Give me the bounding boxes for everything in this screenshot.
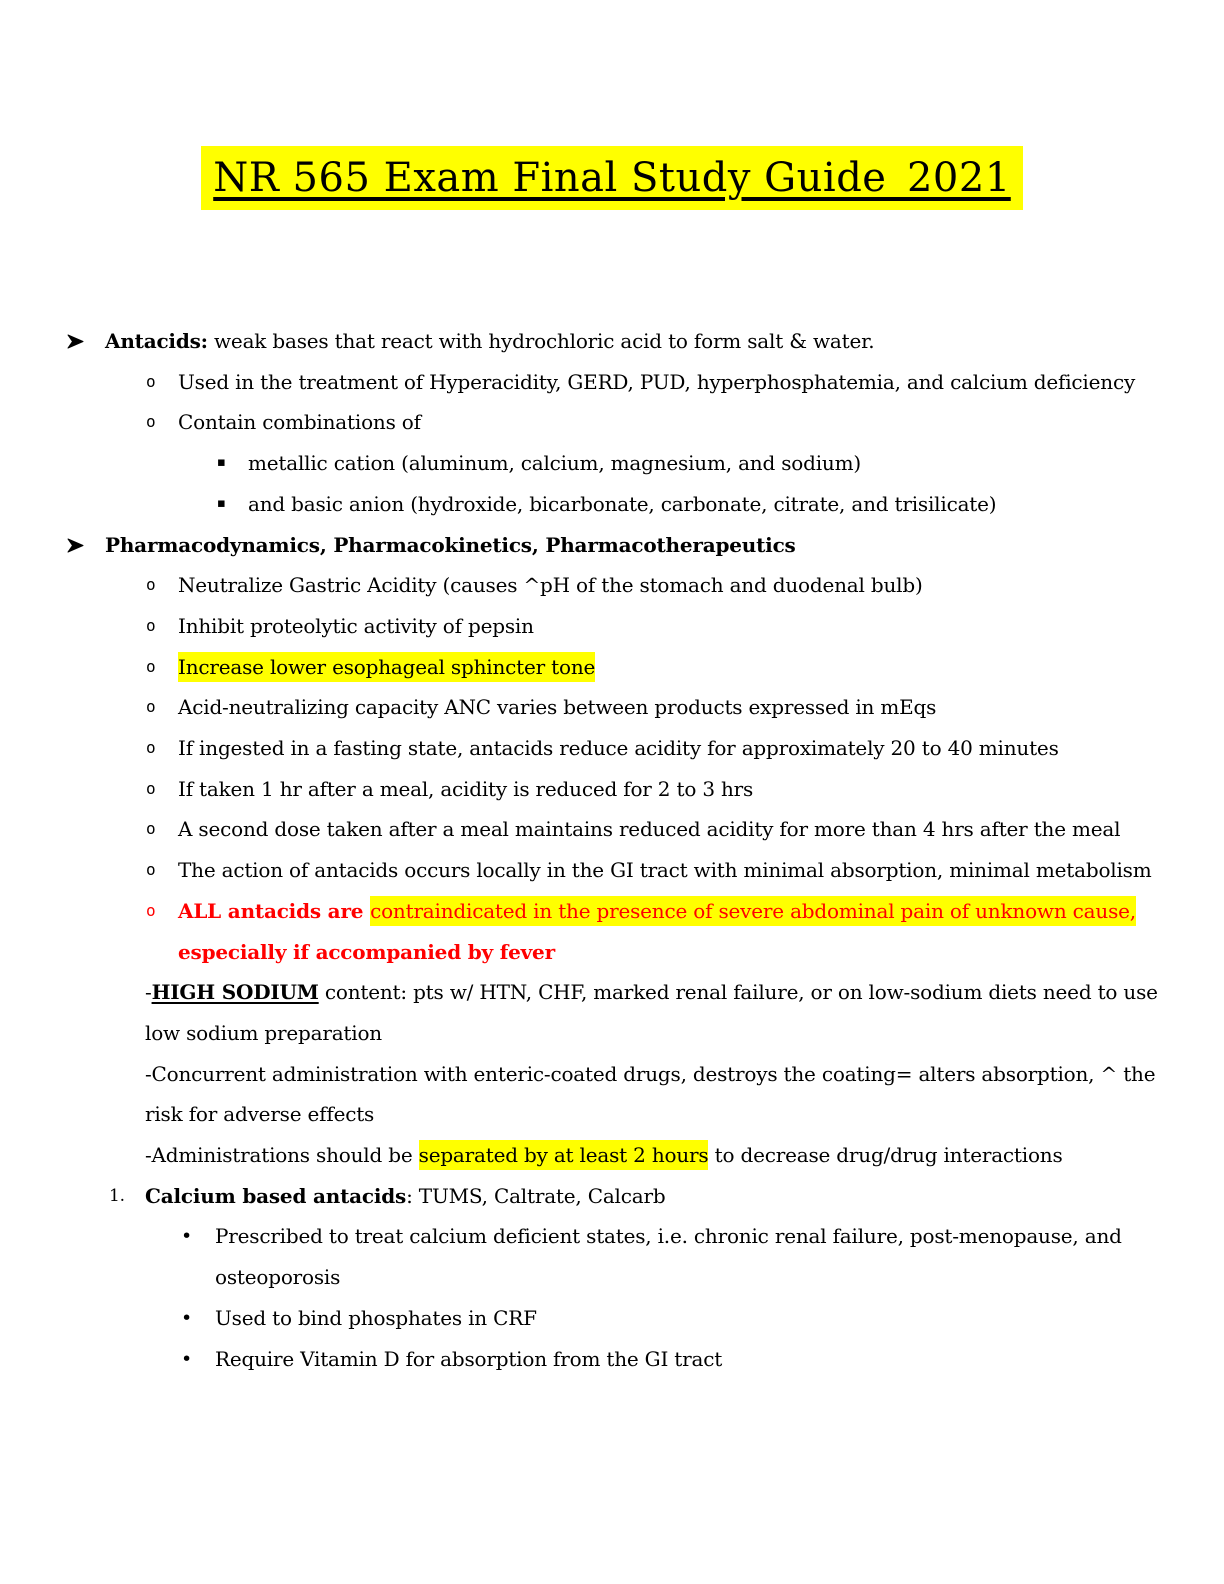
text-run: metallic cation (aluminum, calcium, magn… [248,451,861,476]
text-run: A second dose taken after a meal maintai… [178,817,1121,842]
list-item: 1. Calcium based antacids: TUMS, Caltrate… [0,1176,1164,1217]
list-item-text: and basic anion (hydroxide, bicarbonate,… [248,491,997,516]
text-run: Contain combinations of [178,410,421,435]
text-run: Require Vitamin D for absorption from th… [215,1346,723,1371]
list-item-text: -HIGH SODIUM content: pts w/ HTN, CHF, m… [145,980,1158,1045]
list-item-text: Used to bind phosphates in CRF [215,1306,537,1330]
text-run: The action of antacids occurs locally in… [178,858,1152,883]
list-item: ▪ metallic cation (aluminum, calcium, mag… [0,443,1164,484]
document-title: NR 565 Exam Final Study Guide_2021 [201,146,1023,210]
list-item: o A second dose taken after a meal mainta… [0,809,1164,850]
text-run: - [145,980,152,1005]
text-run: Calcium based antacids [145,1183,407,1208]
paragraph: -Concurrent administration with enteric-… [0,1054,1164,1135]
list-item-text: ALL antacids are contraindicated in the … [178,895,1136,964]
list-item-text: Antacids: weak bases that react with hyd… [105,329,875,353]
text-run: Neutralize Gastric Acidity (causes ^pH o… [178,573,923,598]
square-bullet-icon: ▪ [217,495,226,511]
text-run: weak bases that react with hydrochloric … [207,329,875,353]
list-item-text: A second dose taken after a meal maintai… [178,817,1121,842]
text-run: HIGH SODIUM [151,980,319,1005]
paragraph: -HIGH SODIUM content: pts w/ HTN, CHF, m… [0,972,1164,1053]
list-item: o Contain combinations of [0,402,1164,443]
list-item: • Require Vitamin D for absorption from t… [0,1339,1164,1380]
list-item-text: metallic cation (aluminum, calcium, magn… [248,451,861,475]
text-run: Pharmacodynamics, Pharmacokinetics, Phar… [105,532,796,557]
list-item: o The action of antacids occurs locally i… [0,850,1164,891]
circle-bullet-icon: o [146,697,156,717]
text-run: If taken 1 hr after a meal, acidity is r… [178,776,754,801]
circle-bullet-icon: o [146,575,156,595]
list-item: • Used to bind phosphates in CRF [0,1298,1164,1339]
circle-bullet-icon: o [146,371,156,391]
list-item-text: -Administrations should be separated by … [145,1140,1063,1171]
text-run: Used to bind phosphates in CRF [215,1305,537,1330]
text-run: : TUMS, Caltrate, Calcarb [406,1183,666,1208]
circle-bullet-icon: o [146,900,156,920]
list-item-text: -Concurrent administration with enteric-… [145,1061,1156,1127]
circle-bullet-icon: o [146,738,156,758]
text-run: -Administrations should be [145,1143,419,1168]
list-item: o If taken 1 hr after a meal, acidity is … [0,769,1164,810]
list-item: o ALL antacids are contraindicated in the… [0,891,1164,972]
dot-bullet-icon: • [181,1306,193,1329]
list-item-text: Acid-neutralizing capacity ANC varies be… [178,695,936,719]
text-run: and basic anion (hydroxide, bicarbonate,… [248,491,997,516]
list-item: Pharmacodynamics, Pharmacokinetics, Phar… [0,525,1164,566]
list-item-text: If taken 1 hr after a meal, acidity is r… [178,777,753,801]
text-run: Inhibit proteolytic activity of pepsin [178,613,534,638]
circle-bullet-icon: o [146,819,156,839]
list-item: o Acid-neutralizing capacity ANC varies b… [0,687,1164,728]
dot-bullet-icon: • [181,1225,193,1248]
text-run: separated by at least 2 hours [418,1140,709,1171]
circle-bullet-icon: o [146,412,156,432]
list-item-text: Used in the treatment of Hyperacidity, G… [178,370,1135,394]
list-number: 1. [109,1185,125,1206]
list-item-text: Pharmacodynamics, Pharmacokinetics, Phar… [105,533,796,557]
list-item: Antacids: weak bases that react with hyd… [0,321,1164,362]
paragraph: -Administrations should be separated by … [0,1135,1164,1176]
dot-bullet-icon: • [181,1347,193,1370]
document-body: Antacids: weak bases that react with hyd… [0,321,1164,1379]
circle-bullet-icon: o [146,656,156,676]
list-item: o If ingested in a fasting state, antacid… [0,728,1164,769]
text-run: ALL antacids are [178,898,371,923]
text-run: content: pts w/ HTN, CHF, marked renal f… [145,980,1158,1045]
text-run: Increase lower esophageal sphincter tone [178,651,595,682]
list-item: o Inhibit proteolytic activity of pepsin [0,606,1164,647]
list-item: o Used in the treatment of Hyperacidity, … [0,362,1164,403]
text-run: contraindicated in the presence of sever… [370,895,1136,926]
arrow-bullet-icon [67,321,84,362]
text-run: Prescribed to treat calcium deficient st… [215,1224,1122,1290]
list-item-text: The action of antacids occurs locally in… [178,858,1152,882]
list-item-text: Neutralize Gastric Acidity (causes ^pH o… [178,573,923,597]
list-item-text: Increase lower esophageal sphincter tone [178,651,595,682]
text-run: -Concurrent administration with enteric-… [145,1061,1156,1127]
circle-bullet-icon: o [146,778,156,798]
circle-bullet-icon: o [146,615,156,635]
list-item: • Prescribed to treat calcium deficient s… [0,1216,1164,1297]
text-run: to decrease drug/drug interactions [708,1143,1063,1168]
text-run: Used in the treatment of Hyperacidity, G… [178,369,1136,394]
arrow-bullet-icon [67,525,84,566]
document-title-wrap: NR 565 Exam Final Study Guide_2021 [0,146,1224,210]
text-run: especially if accompanied by fever [178,939,555,964]
list-item: o Increase lower esophageal sphincter ton… [0,647,1164,688]
list-item: o Neutralize Gastric Acidity (causes ^pH … [0,565,1164,606]
list-item-text: Require Vitamin D for absorption from th… [215,1347,722,1371]
square-bullet-icon: ▪ [217,455,226,471]
list-item-text: Prescribed to treat calcium deficient st… [215,1224,1122,1289]
text-run: Antacids: [105,329,208,353]
list-item-text: Contain combinations of [178,410,421,434]
text-run: Acid-neutralizing capacity ANC varies be… [178,695,937,720]
list-item-text: Inhibit proteolytic activity of pepsin [178,614,534,638]
text-run: If ingested in a fasting state, antacids… [178,736,1059,761]
list-item-text: If ingested in a fasting state, antacids… [178,736,1059,760]
list-item: ▪ and basic anion (hydroxide, bicarbonate… [0,484,1164,525]
list-item-text: Calcium based antacids: TUMS, Caltrate, … [145,1183,666,1208]
circle-bullet-icon: o [146,860,156,880]
